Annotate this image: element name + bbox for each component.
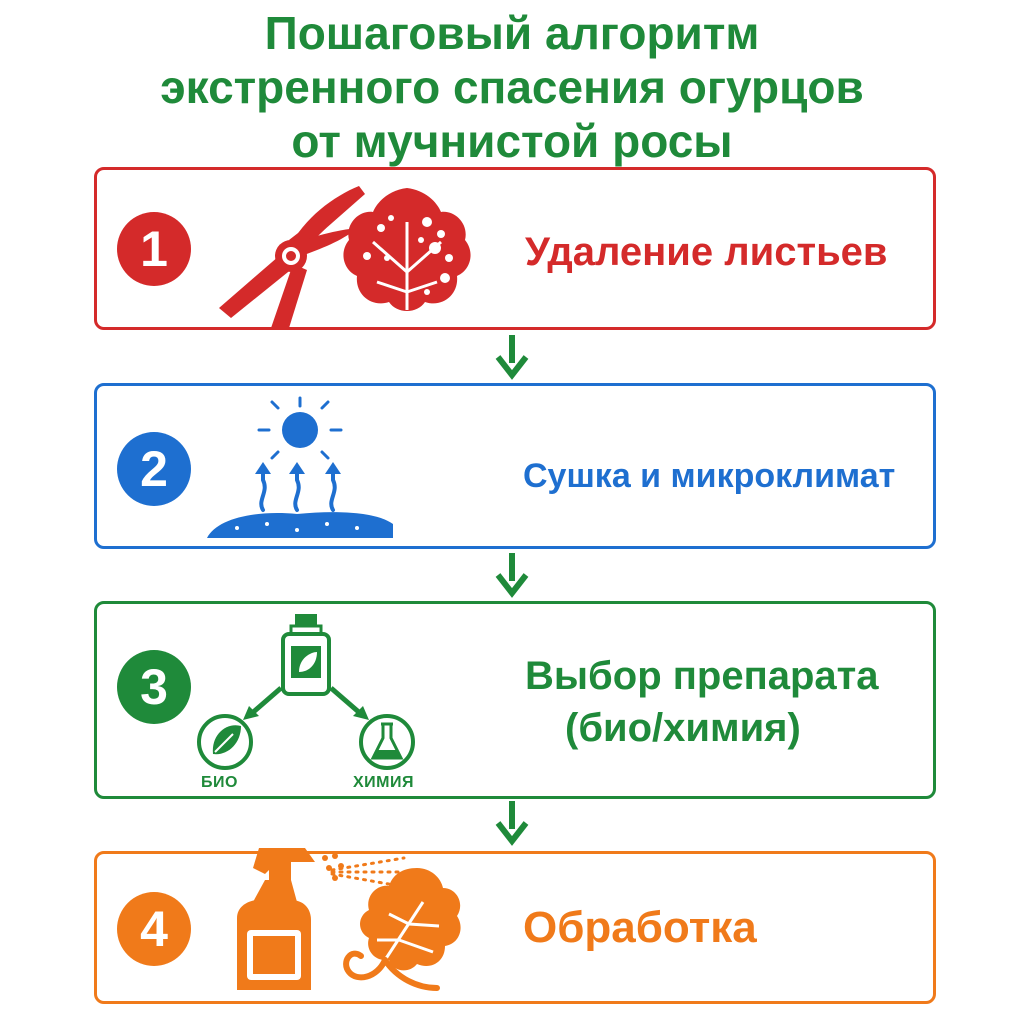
step-2-badge: 2 bbox=[117, 432, 191, 506]
step-4-label: Обработка bbox=[523, 903, 757, 952]
arrow-down-icon bbox=[495, 553, 529, 598]
title-line-2: экстренного спасения огурцов bbox=[160, 61, 864, 113]
step-1-badge: 1 bbox=[117, 212, 191, 286]
infected-leaf-icon bbox=[337, 182, 477, 327]
step-4-badge: 4 bbox=[117, 892, 191, 966]
bottle-choice-icon bbox=[187, 610, 447, 775]
step-1-card: 1 bbox=[94, 167, 936, 330]
step-3-label-line-2: (био/химия) bbox=[565, 706, 801, 750]
step-3-badge: 3 bbox=[117, 650, 191, 724]
step-4-card: 4 Обработка bbox=[94, 848, 936, 1004]
page-title: Пошаговый алгоритм экстренного спасения … bbox=[0, 6, 1024, 168]
bio-option-label: БИО bbox=[201, 774, 238, 791]
cucumber-leaf-icon bbox=[337, 848, 467, 1008]
spray-bottle-icon bbox=[207, 840, 347, 1010]
chem-option-label: ХИМИЯ bbox=[353, 774, 414, 791]
step-3-card: 3 БИО ХИМИЯ Выбор препарата (био/химия) bbox=[94, 601, 936, 799]
pruner-icon bbox=[209, 178, 369, 333]
step-1-label: Удаление листьев bbox=[525, 230, 888, 274]
sun-evaporation-icon bbox=[197, 392, 407, 549]
title-line-3: от мучнистой росы bbox=[291, 115, 733, 167]
arrow-down-icon bbox=[495, 801, 529, 846]
arrow-down-icon bbox=[495, 335, 529, 380]
spray-mist-icon bbox=[330, 856, 406, 888]
step-2-label: Сушка и микроклимат bbox=[523, 457, 896, 495]
title-line-1: Пошаговый алгоритм bbox=[264, 7, 760, 59]
step-2-card: 2 bbox=[94, 383, 936, 549]
step-3-label-line-1: Выбор препарата bbox=[525, 654, 879, 698]
